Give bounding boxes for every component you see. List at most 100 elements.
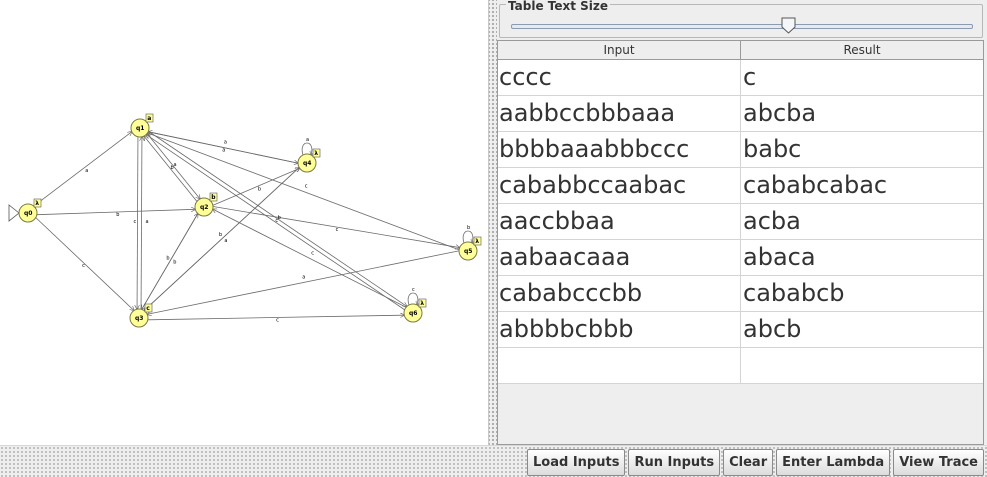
transition-label: b <box>467 225 470 231</box>
input-cell[interactable]: cababcccbb <box>498 276 741 311</box>
transition-label: b <box>166 255 169 261</box>
initial-state-icon <box>8 204 20 222</box>
slider-title: Table Text Size <box>506 0 611 13</box>
result-cell: acba <box>743 207 801 235</box>
input-cell[interactable]: cccc <box>498 60 741 95</box>
result-cell <box>741 348 983 383</box>
state-label: q2 <box>200 204 208 211</box>
bottom-toolbar: Load Inputs Run Inputs Clear Enter Lambd… <box>0 445 987 477</box>
column-header-input[interactable]: Input <box>498 41 741 59</box>
state-circle[interactable] <box>18 203 38 223</box>
load-inputs-button[interactable]: Load Inputs <box>527 449 626 476</box>
transition-label: b <box>258 187 261 193</box>
state-node[interactable]: q3c <box>129 303 153 328</box>
transition-edge[interactable] <box>148 131 407 306</box>
transition-edge[interactable] <box>37 209 195 216</box>
state-output-label: λ <box>420 300 424 307</box>
split-pane-divider[interactable] <box>489 0 497 445</box>
clear-button[interactable]: Clear <box>723 449 774 476</box>
button-row: Load Inputs Run Inputs Clear Enter Lambd… <box>527 449 984 476</box>
self-loop-edge[interactable] <box>301 142 312 155</box>
state-circle[interactable] <box>297 153 317 173</box>
transition-edge[interactable] <box>146 133 200 199</box>
state-node[interactable]: q5λ <box>458 236 482 261</box>
transition-label: a <box>224 140 227 146</box>
state-node[interactable]: q4λ <box>297 148 321 173</box>
transition-label: c <box>276 317 279 323</box>
result-cell: cababcb <box>743 279 845 307</box>
transition-label: a <box>222 147 225 153</box>
transition-edge[interactable] <box>143 168 299 311</box>
input-cell[interactable]: aabaacaaa <box>498 240 741 275</box>
transition-edge[interactable] <box>213 209 407 308</box>
input-cell[interactable]: cababbccaabac <box>498 168 741 203</box>
state-label: q3 <box>135 315 143 322</box>
transition-edge[interactable] <box>142 213 199 309</box>
transition-edge[interactable] <box>146 135 405 310</box>
run-inputs-button[interactable]: Run Inputs <box>628 449 721 476</box>
state-output-label: λ <box>35 200 39 207</box>
transition-label: a <box>224 238 227 244</box>
self-loop-edge[interactable] <box>407 292 418 305</box>
text-size-slider-thumb[interactable] <box>781 17 796 34</box>
transition-edge[interactable] <box>137 136 138 309</box>
state-node[interactable]: q1a <box>130 113 154 138</box>
enter-lambda-button[interactable]: Enter Lambda <box>776 449 891 476</box>
transition-edge[interactable] <box>147 250 459 314</box>
state-output-box <box>209 192 218 202</box>
state-circle[interactable] <box>194 197 214 217</box>
state-label: q4 <box>303 160 311 167</box>
transition-edge[interactable] <box>144 136 198 202</box>
state-output-label: λ <box>314 150 318 157</box>
state-circle[interactable] <box>129 308 149 328</box>
table-header: Input Result <box>498 41 983 60</box>
view-trace-button[interactable]: View Trace <box>893 449 984 476</box>
column-header-result[interactable]: Result <box>843 43 881 57</box>
transition-label: b <box>219 232 222 238</box>
table-text-size-group: Table Text Size <box>499 0 983 38</box>
input-cell[interactable]: bbbbaaabbbccc <box>498 132 741 167</box>
state-circle[interactable] <box>403 303 423 323</box>
state-node[interactable]: q6λ <box>403 298 427 323</box>
transition-label: a <box>302 275 305 281</box>
transition-label: c <box>134 219 137 225</box>
transition-edge[interactable] <box>148 315 404 321</box>
state-output-box <box>312 148 321 158</box>
text-size-slider-track[interactable] <box>511 24 973 29</box>
state-output-box <box>144 303 153 313</box>
result-cell: abaca <box>743 243 816 271</box>
input-cell[interactable] <box>498 348 741 383</box>
input-cell[interactable]: aabbccbbbaaa <box>498 96 741 131</box>
transition-edge[interactable] <box>213 206 459 248</box>
transition-edge[interactable] <box>148 133 460 251</box>
transition-edge[interactable] <box>33 132 132 207</box>
state-node[interactable]: q0λ <box>18 198 42 223</box>
state-output-label: λ <box>475 238 479 245</box>
input-cell[interactable]: abbbbcbbb <box>498 312 741 347</box>
input-cell[interactable]: aaccbbaa <box>498 204 741 239</box>
state-circle[interactable] <box>458 241 478 261</box>
table-row-empty[interactable] <box>498 348 983 384</box>
transition-edge[interactable] <box>141 137 142 310</box>
state-node[interactable]: q2b <box>194 192 218 217</box>
transition-edge[interactable] <box>212 168 299 206</box>
state-output-label: b <box>211 194 216 201</box>
state-circle[interactable] <box>130 118 150 138</box>
transition-label: c <box>412 287 415 293</box>
transition-edge[interactable] <box>35 217 134 311</box>
transition-edge[interactable] <box>148 132 298 164</box>
self-loop-edge[interactable] <box>462 230 473 243</box>
state-label: q6 <box>409 310 417 317</box>
transition-label: b <box>173 260 176 266</box>
